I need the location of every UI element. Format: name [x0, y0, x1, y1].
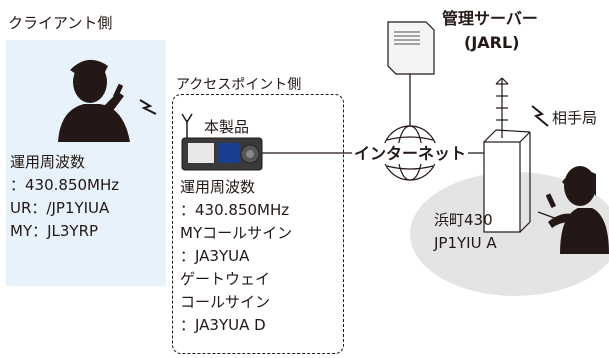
client-line-ur: UR：/JP1YIUA	[10, 199, 110, 217]
ap-line-frequency-value: ：430.850MHz	[180, 201, 290, 219]
transceiver-icon	[181, 113, 263, 171]
client-title: クライアント側	[8, 14, 113, 32]
remote-person-icon	[545, 166, 609, 254]
client-line-frequency-value: ：430.850MHz	[10, 176, 120, 194]
server-icon	[387, 21, 435, 75]
ap-line-frequency-label: 運用周波数	[180, 178, 256, 196]
client-signal-icon	[139, 99, 157, 115]
remote-signal-icon	[531, 105, 549, 127]
remote-line-location: 浜町430	[434, 211, 493, 229]
tower-icon	[483, 77, 531, 233]
ap-line-gateway-callsign-value: ：JA3YUA D	[180, 316, 266, 334]
ap-line-gateway-label: ゲートウェイ	[180, 270, 271, 288]
ap-line-my-callsign-value: ：JA3YUA	[180, 247, 250, 265]
ap-line-my-callsign-label: MYコールサイン	[180, 224, 293, 242]
access-point-title: アクセスポイント側	[176, 77, 302, 93]
device-label: 本製品	[204, 118, 250, 136]
remote-pointer-line	[537, 211, 561, 221]
client-line-frequency-label: 運用周波数	[10, 153, 86, 171]
access-point-box	[172, 94, 344, 354]
remote-line-callsign: JP1YIU A	[434, 234, 497, 252]
client-line-my: MY：JL3YRP	[10, 222, 99, 240]
ap-line-callsign-label: コールサイン	[180, 293, 271, 311]
server-label: 管理サーバー	[442, 9, 538, 28]
remote-station-label: 相手局	[552, 109, 598, 127]
client-person-icon	[58, 59, 130, 142]
server-label-jarl: (JARL)	[464, 33, 520, 52]
internet-label: インターネット	[352, 143, 469, 164]
